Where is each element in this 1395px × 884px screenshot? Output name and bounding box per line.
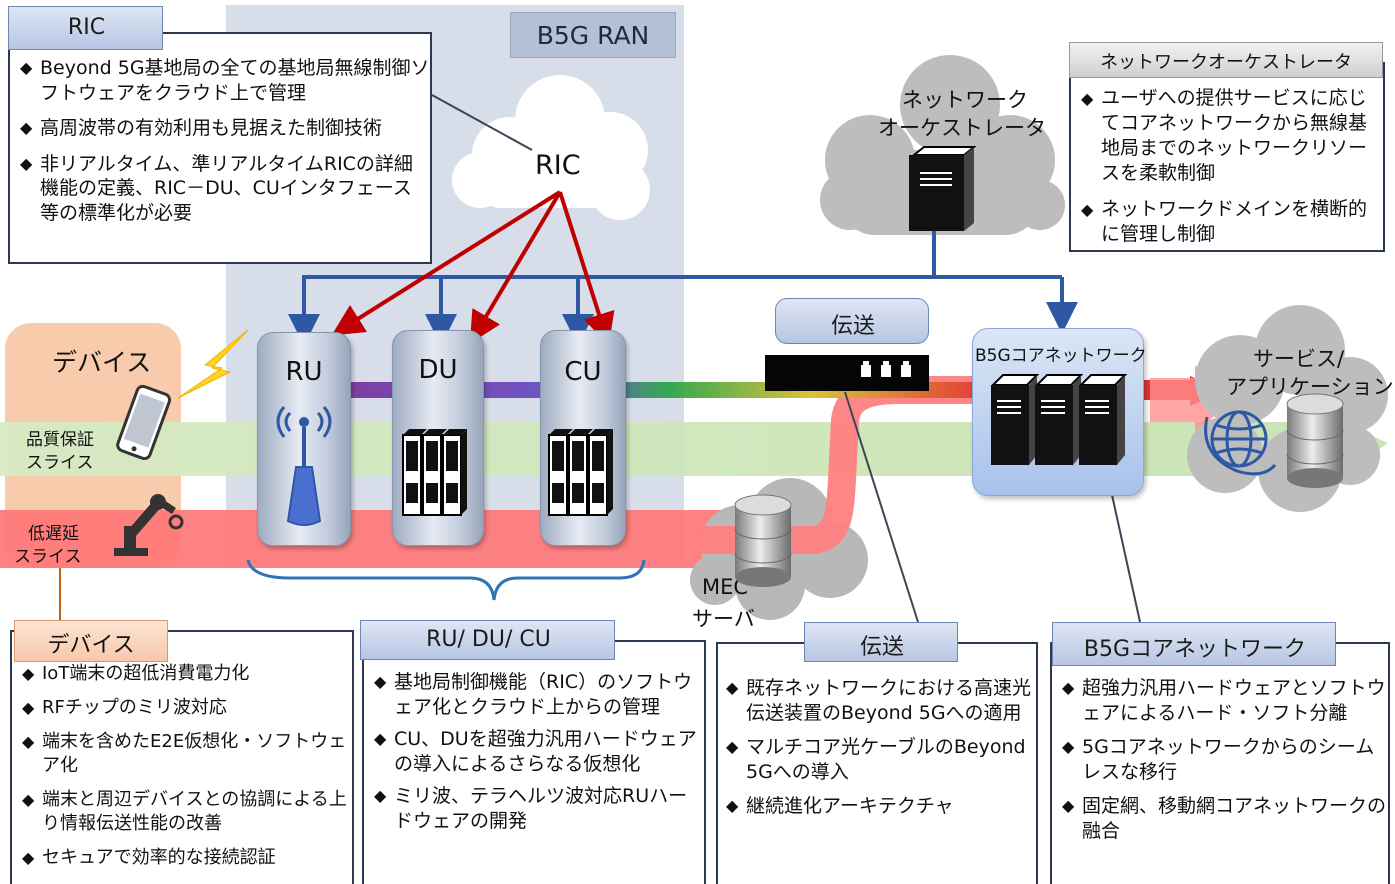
device-annotation-box: IoT端末の超低消費電力化 RFチップのミリ波対応 端末を含めたE2E仮想化・ソ…: [10, 630, 354, 884]
ran-items-list: 基地局制御機能（RIC）のソフトウェア化とクラウド上からの管理 CU、DUを超強…: [374, 670, 704, 844]
ru-unit: RU: [257, 332, 351, 546]
orchestrator-label-1: ネットワーク: [902, 88, 1028, 112]
low-latency-label-2: スライス: [14, 547, 82, 567]
device-item: セキュアで効率的な接続認証: [22, 846, 352, 870]
orchestrator-item: ユーザへの提供サービスに応じてコアネットワークから無線基地局までのネットワークリ…: [1081, 86, 1379, 186]
core-annotation-box: 超強力汎用ハードウェアとソフトウェアによるハード・ソフト分離 5Gコアネットワー…: [1050, 642, 1390, 884]
ran-item: ミリ波、テラヘルツ波対応RUハードウェアの開発: [374, 784, 704, 833]
core-item: 5Gコアネットワークからのシームレスな移行: [1062, 735, 1388, 784]
transport-annotation-box: 既存ネットワークにおける高速光伝送装置のBeyond 5Gへの適用 マルチコア光…: [716, 642, 1038, 884]
ric-cloud-label: RIC: [535, 150, 581, 181]
ric-arrows: [331, 190, 615, 346]
control-lines: [288, 230, 1078, 346]
transport-items-list: 既存ネットワークにおける高速光伝送装置のBeyond 5Gへの適用 マルチコア光…: [726, 676, 1036, 830]
ric-items-list: Beyond 5G基地局の全ての基地局無線制御ソフトウェアをクラウド上で管理 高…: [20, 56, 430, 236]
transport-badge: 伝送: [775, 298, 929, 344]
transport-item: 既存ネットワークにおける高速光伝送装置のBeyond 5Gへの適用: [726, 676, 1036, 725]
orchestrator-annotation-box: ユーザへの提供サービスに応じてコアネットワークから無線基地局までのネットワークリ…: [1069, 62, 1385, 252]
transport-box-header: 伝送: [804, 622, 958, 662]
device-items-list: IoT端末の超低消費電力化 RFチップのミリ波対応 端末を含めたE2E仮想化・ソ…: [22, 662, 352, 870]
core-box-title: B5Gコアネットワーク: [1083, 637, 1307, 662]
core-node-label: B5Gコアネットワーク: [975, 346, 1147, 366]
wireless-bolt-icon: [177, 329, 249, 399]
orchestrator-items-list: ユーザへの提供サービスに応じてコアネットワークから無線基地局までのネットワークリ…: [1081, 86, 1379, 258]
ran-box-header: RU/ DU/ CU: [360, 620, 615, 660]
device-box-title: デバイス: [47, 633, 135, 658]
orchestrator-cloud: [820, 55, 1065, 235]
orchestrator-item: ネットワークドメインを横断的に管理し制御: [1081, 197, 1379, 247]
service-label-1: サービス/: [1253, 347, 1345, 371]
core-box-header: B5Gコアネットワーク: [1052, 622, 1336, 666]
core-servers-icon: [990, 374, 1128, 465]
ran-item: 基地局制御機能（RIC）のソフトウェア化とクラウド上からの管理: [374, 670, 704, 719]
device-item: 端末と周辺デバイスとの協調による上り情報伝送性能の改善: [22, 788, 352, 836]
ric-cloud: [452, 75, 650, 220]
du-server-rack-icon: [402, 429, 467, 516]
transport-box-title: 伝送: [859, 635, 904, 660]
transport-connector: [844, 391, 919, 623]
ric-item: 高周波帯の有効利用も見据えた制御技術: [20, 116, 430, 141]
cu-unit: CU: [540, 330, 626, 546]
globe-icon: [1204, 410, 1277, 476]
port-icons: [861, 361, 911, 377]
ran-title-badge: B5G RAN: [510, 12, 676, 58]
ran-box-title: RU/ DU/ CU: [426, 627, 551, 652]
qos-slice-label-2: スライス: [26, 453, 94, 473]
orchestrator-label-2: オーケストレータ: [878, 116, 1046, 140]
ru-label: RU: [285, 357, 323, 387]
ran-brace: [246, 559, 646, 601]
core-item: 固定網、移動網コアネットワークの融合: [1062, 794, 1388, 843]
antenna-icon: [276, 406, 332, 526]
transport-item: マルチコア光ケーブルのBeyond 5Gへの導入: [726, 735, 1036, 784]
device-item: RFチップのミリ波対応: [22, 696, 352, 720]
ran-item: CU、DUを超強力汎用ハードウェアの導入によるさらなる仮想化: [374, 727, 704, 776]
ric-box-header: RIC: [8, 6, 163, 50]
cu-label: CU: [564, 357, 602, 387]
core-item: 超強力汎用ハードウェアとソフトウェアによるハード・ソフト分離: [1062, 676, 1388, 725]
qos-slice-label-1: 品質保証: [26, 430, 94, 450]
transport-item: 継続進化アーキテクチャ: [726, 794, 1036, 819]
qos-slice-band: [0, 422, 1388, 476]
service-cloud: [1187, 305, 1388, 512]
mec-database-icon: [734, 494, 792, 587]
smartphone-icon: [116, 384, 172, 461]
transport-badge-label: 伝送: [830, 314, 875, 339]
ric-item: 非リアルタイム、準リアルタイムRICの詳細機能の定義、RIC－DU、CUインタフ…: [20, 152, 430, 226]
low-latency-label-1: 低遅延: [28, 524, 79, 544]
ran-annotation-box: 基地局制御機能（RIC）のソフトウェア化とクラウド上からの管理 CU、DUを超強…: [362, 640, 706, 884]
core-items-list: 超強力汎用ハードウェアとソフトウェアによるハード・ソフト分離 5Gコアネットワー…: [1062, 676, 1388, 854]
orchestrator-box-header: ネットワークオーケストレータ: [1069, 42, 1383, 78]
du-unit: DU: [392, 330, 484, 546]
service-database-icon: [1286, 393, 1344, 488]
robot-arm-icon: [114, 494, 184, 556]
orchestrator-server-icon: [909, 146, 976, 231]
orchestrator-box-title: ネットワークオーケストレータ: [1100, 52, 1352, 73]
du-label: DU: [418, 355, 458, 385]
ric-item: Beyond 5G基地局の全ての基地局無線制御ソフトウェアをクラウド上で管理: [20, 56, 430, 105]
ric-box-title: RIC: [67, 15, 106, 40]
mec-label-2: サーバ: [692, 607, 755, 631]
ric-annotation-box: Beyond 5G基地局の全ての基地局無線制御ソフトウェアをクラウド上で管理 高…: [8, 32, 432, 264]
device-box-header: デバイス: [14, 620, 168, 662]
device-item: IoT端末の超低消費電力化: [22, 662, 352, 686]
cu-server-rack-icon: [548, 429, 613, 516]
ran-title: B5G RAN: [536, 21, 650, 50]
device-item: 端末を含めたE2E仮想化・ソフトウェア化: [22, 730, 352, 778]
b5g-core-node: B5Gコアネットワーク: [972, 328, 1147, 496]
ric-connector: [431, 94, 533, 151]
device-area-title: デバイス: [52, 348, 152, 377]
core-connector: [1111, 494, 1141, 623]
optical-transport-device: [765, 355, 929, 391]
